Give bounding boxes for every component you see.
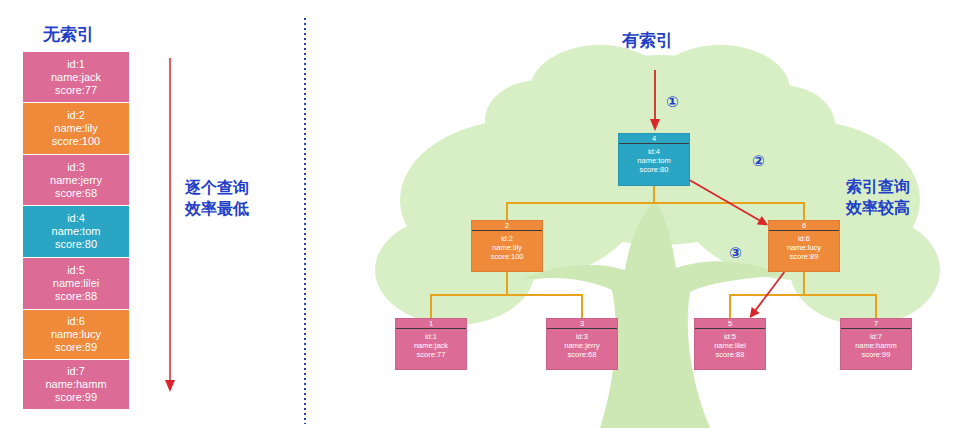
record-box: id:1name:jackscore:77 (23, 52, 129, 102)
record-field: name:tom (48, 225, 105, 238)
connector-line (730, 272, 804, 318)
record-box: id:6name:lucyscore:89 (23, 310, 129, 359)
record-field: name:hamm (851, 341, 901, 350)
connector-line (754, 272, 784, 312)
record-field: id:3 (572, 332, 592, 341)
heading-label: 逐个查询 效率最低 (185, 178, 257, 220)
record-field: id:4 (63, 212, 89, 225)
record-field: name:jack (410, 341, 452, 350)
record-field: id:7 (63, 365, 89, 378)
record-field: name:jerry (560, 341, 603, 350)
tree-node-box: 2 id:2name:lilyscore:100 (471, 220, 543, 272)
record-field: id:6 (794, 234, 814, 243)
tree-link (431, 272, 507, 318)
heading-label: 无索引 (43, 24, 123, 46)
node-key: 3 (547, 319, 617, 329)
record-box: id:5name:lileiscore:88 (23, 258, 129, 309)
record-field: score:99 (51, 391, 101, 404)
connector-line (431, 272, 507, 318)
record-box: id:4name:tomscore:80 (23, 206, 129, 257)
node-key: 7 (841, 319, 911, 329)
node-key: 5 (695, 319, 765, 329)
record-box: id:3name:jerryscore:68 (23, 155, 129, 205)
record-field: name:tom (633, 156, 674, 165)
record-field: id:5 (63, 264, 89, 277)
record-field: name:lily (50, 122, 101, 135)
record-field: name:jerry (46, 174, 106, 187)
record-field: name:lucy (783, 243, 825, 252)
tree-link (507, 186, 654, 220)
record-field: score:80 (51, 238, 101, 251)
record-field: id:2 (497, 234, 517, 243)
record-field: score:88 (51, 290, 101, 303)
callout-number: ③ (729, 243, 753, 263)
connector-line (690, 180, 761, 221)
record-field: name:jack (47, 71, 105, 84)
record-field: id:2 (63, 109, 89, 122)
arrow-head (757, 216, 768, 225)
record-field: name:lilei (49, 277, 103, 290)
node-key: 4 (619, 134, 689, 144)
node-key: 2 (472, 221, 542, 231)
record-field: id:3 (63, 161, 89, 174)
record-field: score:99 (858, 350, 895, 359)
search-arrow (690, 180, 768, 225)
tree-node-box: 4 id:4name:tomscore:80 (618, 133, 690, 186)
record-field: name:lilei (710, 341, 750, 350)
record-field: score:68 (51, 187, 101, 200)
record-field: id:6 (63, 315, 89, 328)
record-field: id:1 (421, 332, 441, 341)
record-field: score:68 (564, 350, 601, 359)
record-field: id:1 (63, 58, 89, 71)
record-field: score:100 (48, 135, 104, 148)
record-field: id:5 (720, 332, 740, 341)
connector-line (507, 186, 654, 220)
tree-node-box: 7 id:7name:hammscore:99 (840, 318, 912, 370)
arrow-head (750, 307, 760, 318)
heading-label: 有索引 (622, 30, 702, 52)
connector-line (507, 272, 582, 318)
record-field: score:80 (636, 165, 673, 174)
record-field: name:lily (488, 243, 526, 252)
record-box: id:2name:lilyscore:100 (23, 103, 129, 154)
heading-label: 索引查询 效率较高 (846, 177, 920, 219)
record-box: id:7name:hammscore:99 (23, 360, 129, 409)
tree-node-box: 6 id:6name:lucyscore:89 (768, 220, 840, 272)
divider-line (304, 18, 306, 424)
tree-node-box: 5 id:5name:lileiscore:88 (694, 318, 766, 370)
record-field: score:89 (786, 252, 823, 261)
record-field: id:7 (866, 332, 886, 341)
record-field: score:88 (712, 350, 749, 359)
node-key: 1 (396, 319, 466, 329)
record-field: score:77 (51, 84, 101, 97)
record-field: name:lucy (47, 328, 105, 341)
tree-link (730, 272, 804, 318)
entry-arrow (650, 70, 660, 131)
scan-arrow (165, 58, 175, 392)
tree-link (804, 272, 876, 318)
record-field: name:hamm (41, 378, 110, 391)
node-key: 6 (769, 221, 839, 231)
record-field: score:100 (487, 252, 528, 261)
tree-link (507, 272, 582, 318)
record-field: score:89 (51, 341, 101, 354)
search-arrow (750, 272, 785, 318)
tree-node-box: 1 id:1name:jackscore:77 (395, 318, 467, 370)
tree-trunk (520, 200, 785, 428)
record-field: id:4 (644, 147, 664, 156)
record-field: score:77 (413, 350, 450, 359)
connector-line (804, 272, 876, 318)
callout-number: ② (752, 151, 776, 171)
callout-number: ① (666, 92, 690, 112)
tree-node-box: 3 id:3name:jerryscore:68 (546, 318, 618, 370)
